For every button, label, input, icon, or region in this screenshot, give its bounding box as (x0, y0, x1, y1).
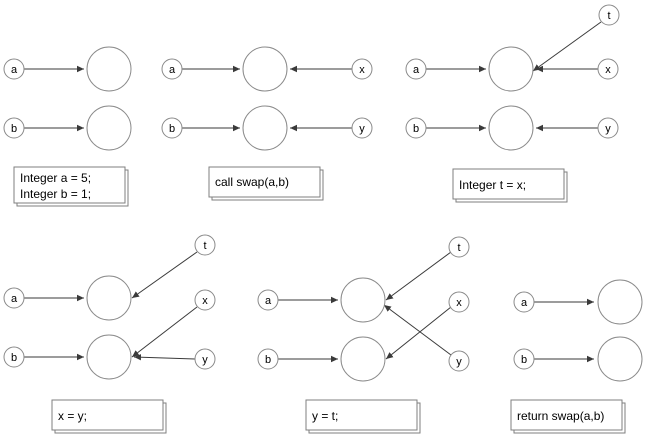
code-box: y = t; (305, 399, 421, 434)
code-box: call swap(a,b) (208, 166, 324, 201)
panel-2-edges (182, 65, 352, 132)
reference-b: b (513, 348, 535, 370)
svg-text:b: b (413, 123, 419, 135)
panel-4-edges (24, 251, 198, 361)
panel-step-1: a b Integer a = 5; Integer b = 1; (3, 46, 132, 207)
reference-a: a (257, 289, 279, 311)
code-line: Integer b = 1; (20, 187, 91, 201)
panel-step-2: a b x y call swap(a,b) (161, 46, 373, 201)
edge-y-to-object-1 (383, 304, 452, 356)
panel-5-edges (278, 251, 452, 363)
svg-text:x: x (359, 64, 365, 76)
edge-t-to-object-1 (131, 251, 198, 299)
object-2 (488, 105, 534, 151)
object-1 (597, 279, 643, 325)
reference-x: x (597, 58, 619, 80)
object-1 (86, 275, 132, 321)
code-line: call swap(a,b) (215, 175, 289, 189)
code-line: Integer a = 5; (20, 171, 91, 185)
panel-1-edges (24, 65, 84, 132)
panel-6-edges (534, 298, 594, 363)
reference-y: y (194, 348, 216, 370)
svg-text:x: x (202, 295, 208, 307)
panel-3-edges (426, 21, 602, 132)
svg-text:b: b (265, 354, 271, 366)
code-line: return swap(a,b) (517, 409, 604, 423)
svg-text:a: a (413, 64, 420, 76)
panel-step-5: a b x y t y = t; (257, 236, 470, 434)
reference-a: a (405, 58, 427, 80)
reference-y: y (351, 117, 373, 139)
object-2 (86, 334, 132, 380)
code-box: return swap(a,b) (510, 399, 626, 434)
code-box: x = y; (51, 399, 167, 434)
reference-x: x (448, 291, 470, 313)
svg-text:a: a (169, 64, 176, 76)
reference-b: b (3, 117, 25, 139)
svg-text:y: y (456, 356, 462, 368)
reference-t: t (598, 4, 620, 26)
reference-x: x (194, 289, 216, 311)
svg-text:t: t (607, 10, 610, 22)
svg-text:b: b (11, 123, 17, 135)
reference-y: y (448, 350, 470, 372)
svg-text:a: a (11, 64, 18, 76)
svg-text:y: y (202, 354, 208, 366)
edge-y-to-object-2 (133, 354, 196, 361)
panel-step-4: a b x y t x = y; (3, 234, 216, 434)
edge-x-to-object-2 (385, 306, 452, 360)
reference-a: a (513, 291, 535, 313)
reference-a: a (161, 58, 183, 80)
svg-text:t: t (203, 240, 206, 252)
object-2 (242, 105, 288, 151)
svg-text:t: t (457, 242, 460, 254)
svg-text:x: x (605, 64, 611, 76)
reference-a: a (3, 287, 25, 309)
svg-text:y: y (359, 123, 365, 135)
object-2 (340, 336, 386, 382)
reference-b: b (405, 117, 427, 139)
svg-text:b: b (11, 352, 17, 364)
object-2 (86, 105, 132, 151)
reference-y: y (597, 117, 619, 139)
svg-text:y: y (605, 123, 611, 135)
reference-b: b (161, 117, 183, 139)
panel-step-6: a b return swap(a,b) (510, 279, 643, 434)
reference-t: t (194, 234, 216, 256)
reference-b: b (3, 346, 25, 368)
svg-text:x: x (456, 297, 462, 309)
object-1 (242, 46, 288, 92)
object-2 (597, 336, 643, 382)
object-1 (86, 46, 132, 92)
edge-x-to-object-2 (131, 306, 198, 358)
edge-t-to-object-1 (385, 251, 452, 301)
reference-x: x (351, 58, 373, 80)
svg-text:b: b (169, 123, 175, 135)
code-line: y = t; (312, 409, 338, 423)
code-line: Integer t = x; (459, 178, 526, 192)
reference-t: t (448, 236, 470, 258)
svg-text:a: a (11, 293, 18, 305)
reference-a: a (3, 58, 25, 80)
svg-text:a: a (521, 297, 528, 309)
edge-t-to-object-1 (532, 21, 602, 72)
svg-text:b: b (521, 354, 527, 366)
reference-b: b (257, 348, 279, 370)
object-1 (340, 277, 386, 323)
code-box: Integer t = x; (452, 168, 568, 203)
object-1 (488, 46, 534, 92)
code-box: Integer a = 5; Integer b = 1; (13, 166, 129, 207)
panel-step-3: a b x y t Integer t = x; (405, 4, 620, 203)
code-line: x = y; (58, 409, 87, 423)
svg-text:a: a (265, 295, 272, 307)
